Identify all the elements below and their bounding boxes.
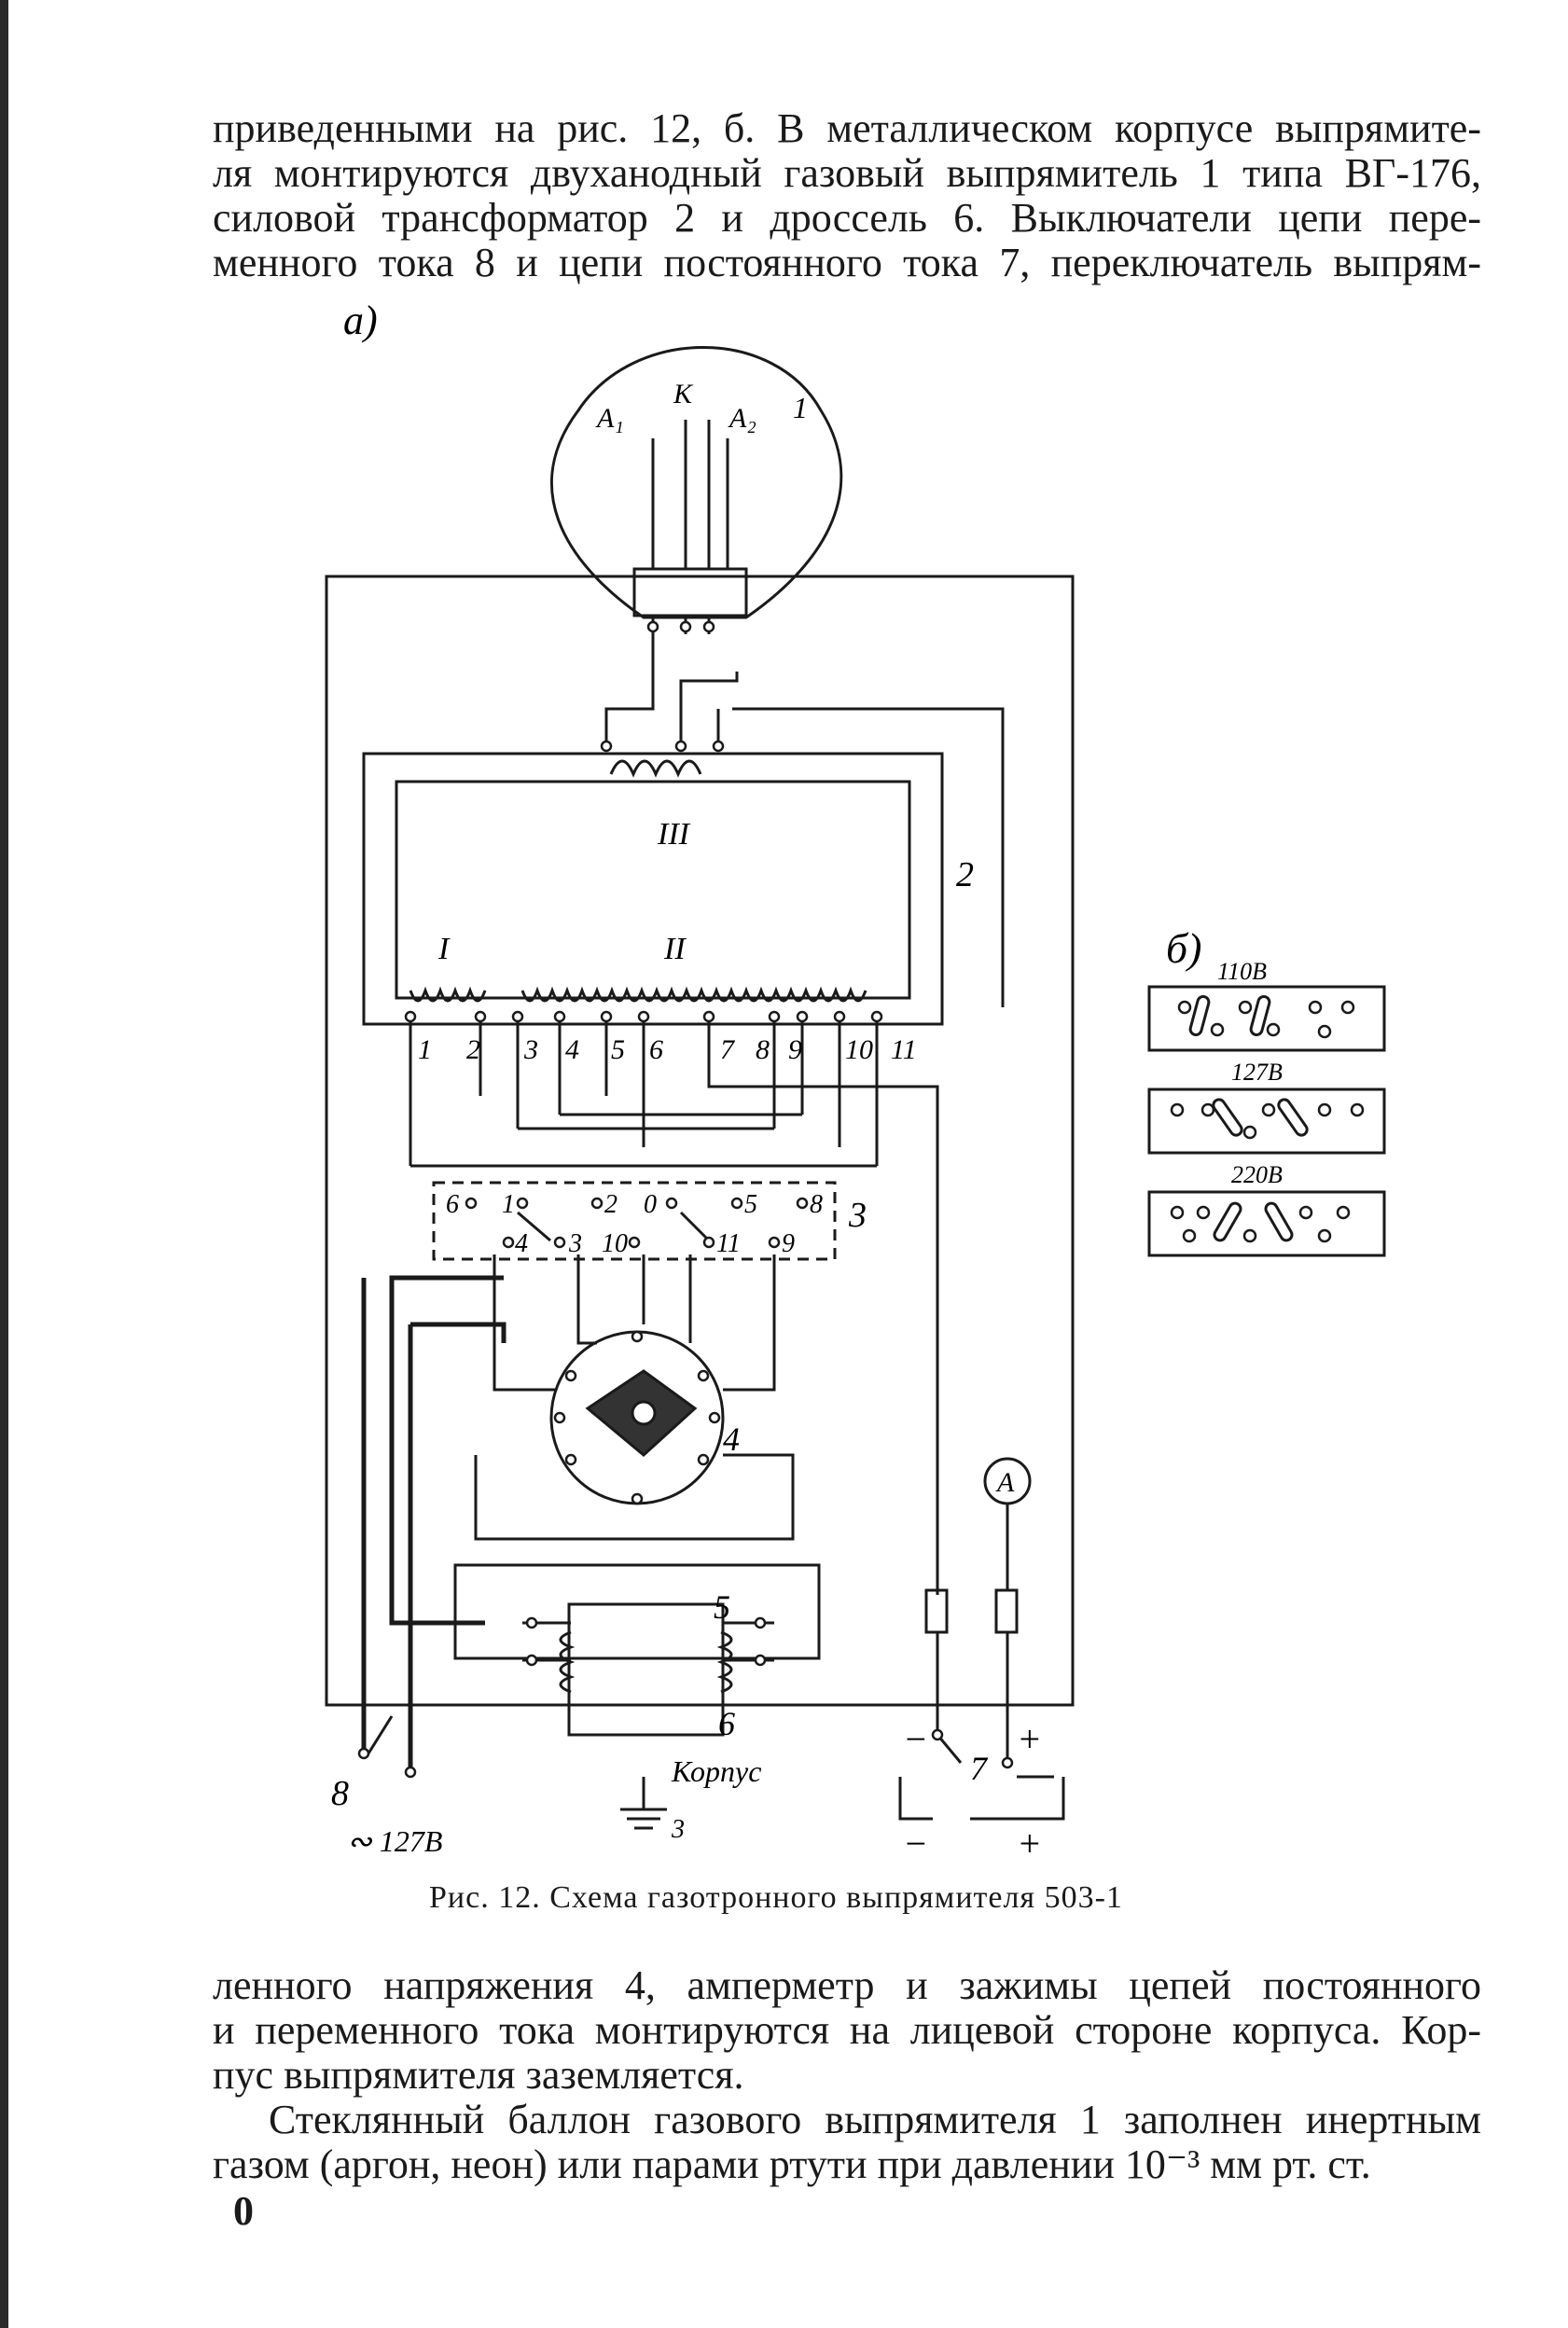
voltage-panel-110 (1147, 985, 1386, 1052)
dc-switch-number: 7 (970, 1750, 989, 1787)
winding-2-coil (520, 986, 867, 1003)
supply-lead-1 (389, 1275, 504, 1626)
terminal-label: 1 (418, 1034, 432, 1065)
dc-switch-blade (936, 1734, 963, 1764)
switch-top-label: 2 (604, 1190, 617, 1219)
choke-core (567, 1602, 725, 1737)
winding-1-coil (409, 986, 487, 1003)
lamp-base (632, 567, 748, 617)
scan-edge (0, 0, 8, 2328)
switch-top-label: 0 (644, 1190, 657, 1219)
voltage-panel-220 (1147, 1190, 1386, 1257)
dc-minus-label: − (903, 1718, 928, 1760)
choke-bottom-number: 6 (718, 1705, 735, 1742)
switch-top-label: 6 (446, 1190, 459, 1219)
switch-bottom-label: 10 (602, 1229, 628, 1258)
switch-block-number: 3 (848, 1196, 867, 1235)
terminal-label: 5 (611, 1034, 625, 1065)
figure-caption: Рис. 12. Схема газотронного выпрямителя … (429, 1880, 1123, 1915)
fuse-2 (994, 1588, 1019, 1634)
ac-switch-blade (367, 1715, 394, 1754)
terminal-label: 2 (466, 1034, 480, 1065)
voltage-110-label: 110В (1217, 958, 1267, 985)
ac-leads (361, 1278, 413, 1772)
lamp-bulb (549, 346, 843, 619)
ac-switch-number: 8 (331, 1774, 349, 1813)
dc-plus-2-label: + (1017, 1822, 1042, 1864)
winding-3-coil (609, 759, 702, 778)
text-line: приведенными на рис. 12, б. В металличес… (213, 105, 1481, 151)
top-paragraph: приведенными на рис. 12, б. В металличес… (213, 106, 1481, 285)
transformer-core-inner (395, 780, 911, 1000)
transformer-number: 2 (956, 855, 974, 894)
text-line: и переменного тока монтируются на лицево… (213, 2007, 1481, 2053)
lamp-electrodes (651, 420, 729, 569)
housing-frame (325, 575, 1075, 1707)
winding-3-label: III (657, 817, 691, 852)
text-line: газом (аргон, неон) или парами ртути при… (213, 2141, 1371, 2187)
panel-a-label: а) (343, 298, 378, 343)
choke-number: 5 (714, 1588, 730, 1626)
ground-symbol (620, 1777, 667, 1830)
fuse-1 (924, 1588, 949, 1634)
winding-1-label: I (437, 932, 451, 966)
transformer-core-outer (362, 752, 944, 1026)
voltage-panel-127 (1147, 1088, 1386, 1155)
panel-b-label: б) (1166, 924, 1201, 972)
switch-bottom-label: 3 (568, 1229, 582, 1258)
cathode-label: K (673, 379, 694, 409)
text-line: ленного напряжения 4, амперметр и зажимы… (213, 1962, 1481, 2008)
voltage-220-label: 220В (1231, 1161, 1283, 1188)
ammeter-label: A (995, 1467, 1015, 1498)
text-line: Стеклянный баллон газового выпрямителя 1… (269, 2097, 1481, 2142)
switch-top-label: 8 (810, 1190, 823, 1219)
text-line: ля монтируются двуханодный газовый выпря… (213, 150, 1481, 196)
terminal-label: 8 (756, 1034, 770, 1065)
lamp-number: 1 (793, 391, 808, 424)
bottom-paragraph: ленного напряжения 4, амперметр и зажимы… (213, 1963, 1481, 2187)
switch-bottom-label: 11 (716, 1229, 741, 1258)
ground-number: 3 (671, 1815, 685, 1844)
page-number: 0 (233, 2188, 254, 2234)
anode-2-label: A₂ (728, 403, 756, 434)
switch-bottom-label: 9 (782, 1229, 795, 1258)
ground-label: Корпус (671, 1754, 761, 1788)
terminal-label: 7 (720, 1034, 736, 1065)
anode-1-label: A₁ (595, 403, 624, 434)
voltage-127-label: 127В (1231, 1059, 1283, 1086)
winding-2-label: II (663, 932, 687, 966)
terminal-leads (409, 1017, 939, 1595)
switch-top-label: 1 (502, 1190, 515, 1219)
dc-minus-2-label: − (903, 1822, 928, 1864)
switch-top-label: 5 (744, 1190, 757, 1219)
terminal-label: 6 (649, 1034, 663, 1065)
terminal-label: 4 (565, 1034, 579, 1065)
dc-plus-label: + (1017, 1718, 1042, 1760)
selector-number: 4 (723, 1420, 740, 1458)
text-line: менного тока 8 и цепи постоянного тока 7… (213, 240, 1481, 285)
switch-block (432, 1181, 837, 1261)
terminal-label: 3 (523, 1034, 538, 1065)
text-line: силовой трансформатор 2 и дроссель 6. Вы… (213, 195, 1481, 241)
terminal-label: 10 (845, 1034, 873, 1065)
terminal-label: 11 (891, 1034, 917, 1065)
ac-supply-label: ∾ 127В (347, 1824, 442, 1858)
switch-bottom-label: 4 (515, 1229, 528, 1258)
text-line: пус выпрямителя заземляется. (213, 2052, 744, 2098)
choke-coils (559, 1630, 733, 1694)
terminal-label: 9 (788, 1034, 802, 1065)
choke-frame (453, 1563, 821, 1660)
